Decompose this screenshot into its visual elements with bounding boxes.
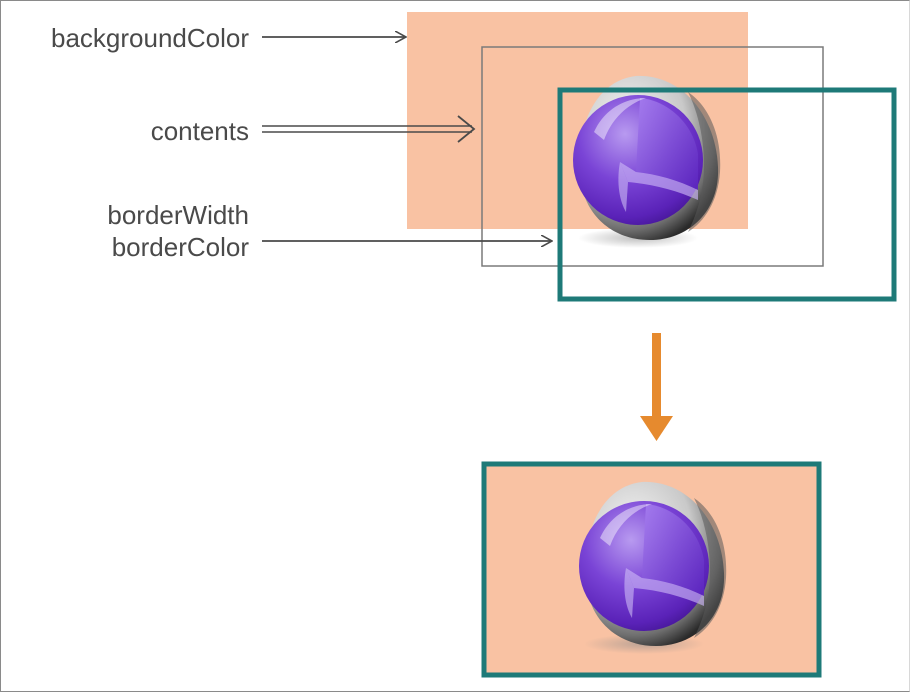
- arrow-down-icon: [640, 333, 673, 441]
- label-border-width: borderWidth: [107, 200, 249, 230]
- label-contents: contents: [151, 116, 249, 146]
- result-border: [481, 461, 822, 678]
- contents-layer-outline: [481, 46, 824, 267]
- border-layer: [557, 87, 897, 302]
- contents-pointer-arrow: [262, 115, 476, 143]
- label-border-color: borderColor: [112, 232, 250, 262]
- label-background-color: backgroundColor: [51, 23, 249, 53]
